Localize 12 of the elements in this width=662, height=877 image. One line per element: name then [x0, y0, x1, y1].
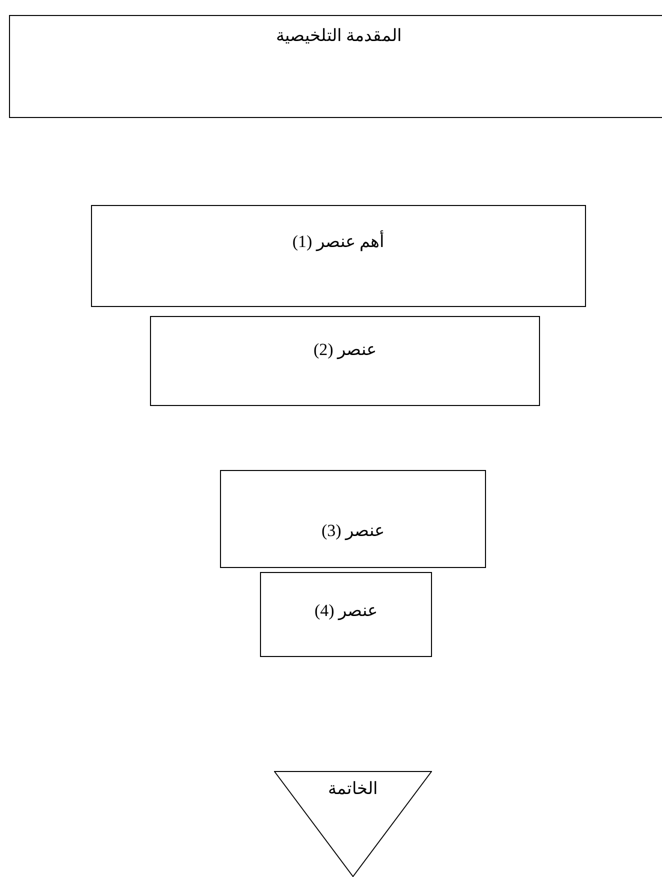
- box-label: أهم عنصر (1): [292, 232, 385, 252]
- box-label: عنصر (2): [313, 340, 377, 360]
- text-box: [9, 15, 662, 118]
- text-box: [260, 572, 432, 657]
- box-label: الخاتمة: [328, 779, 378, 799]
- triangle-shape: [274, 771, 432, 877]
- text-box: [220, 470, 486, 568]
- text-box: [150, 316, 540, 406]
- box-label: عنصر (4): [314, 601, 378, 621]
- box-label: عنصر (3): [321, 521, 385, 541]
- text-box: [91, 205, 586, 307]
- box-label: المقدمة التلخيصية: [276, 26, 402, 46]
